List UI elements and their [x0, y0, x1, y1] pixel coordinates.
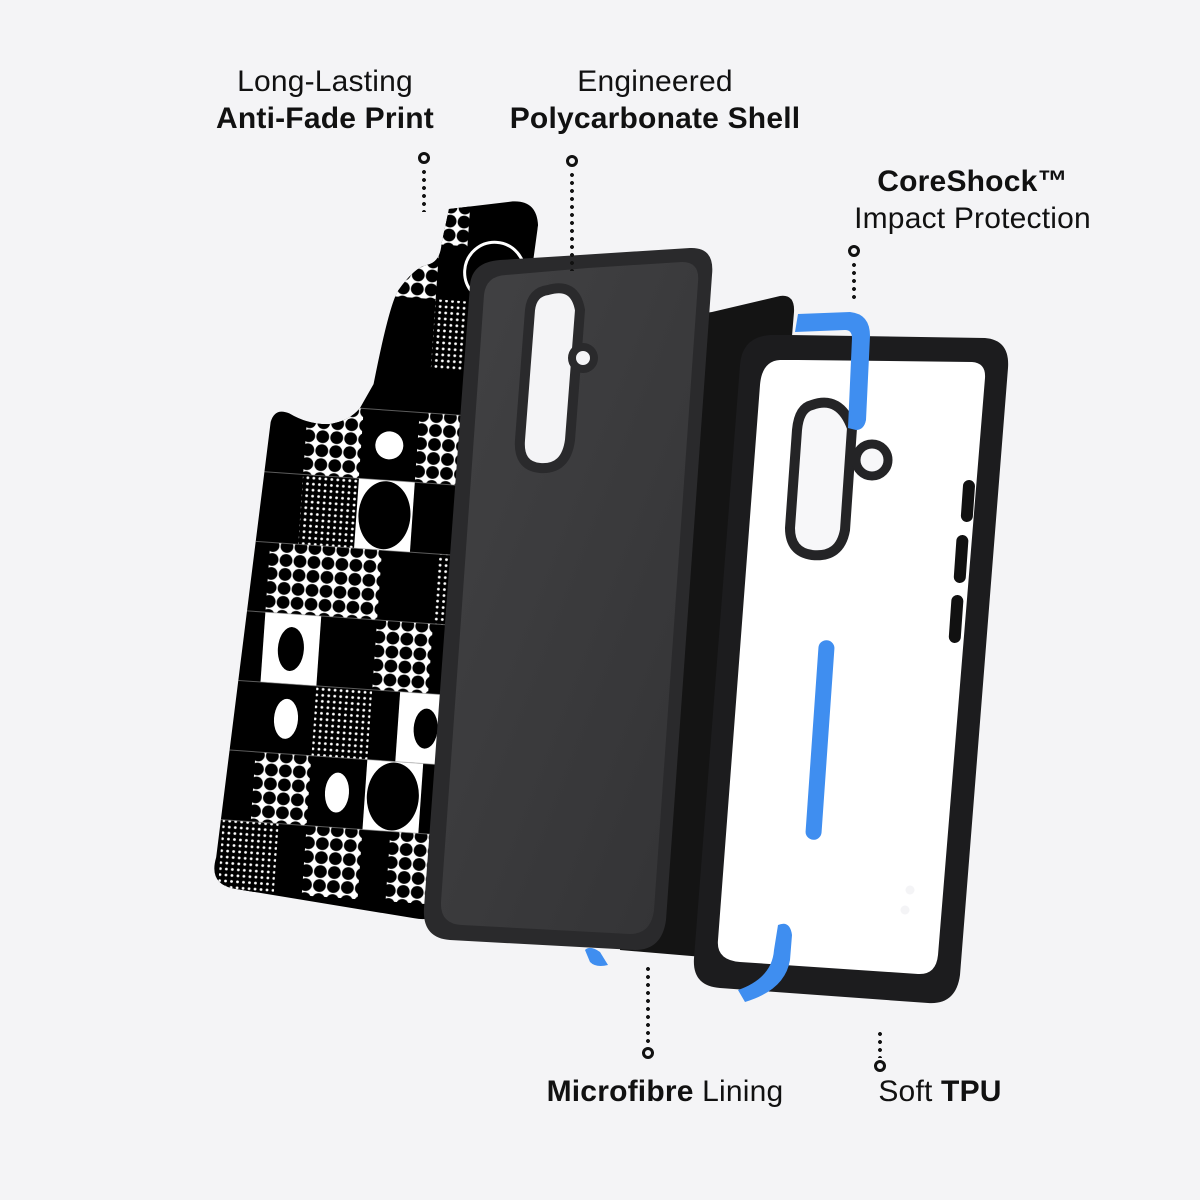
leader-dotted-line — [422, 168, 426, 212]
leader-shell — [566, 155, 578, 271]
leader-ring-icon — [642, 1047, 654, 1059]
leader-microfibre — [642, 965, 654, 1061]
leader-dotted-line — [852, 261, 856, 301]
callout-anti-fade-print: Long-Lasting Anti-Fade Print — [180, 64, 470, 137]
polycarbonate-shell — [423, 247, 713, 966]
callout-shell-line1: Engineered — [577, 65, 733, 98]
callout-shell-line2: Polycarbonate Shell — [509, 101, 801, 135]
leader-tpu — [874, 1030, 886, 1072]
leader-coreshock — [848, 245, 860, 301]
leader-ring-icon — [566, 155, 578, 167]
leader-dotted-line — [570, 171, 574, 271]
coreshock-inserts — [738, 312, 870, 1002]
callout-coreshock-line2: Impact Protection — [854, 201, 1091, 235]
callout-soft-tpu: Soft TPU — [860, 1074, 1020, 1111]
callout-microfibre-bold: Microfibre — [546, 1075, 694, 1108]
leader-anti-fade — [418, 152, 430, 212]
leader-ring-icon — [418, 152, 430, 164]
callout-tpu-bold: TPU — [941, 1075, 1002, 1108]
callout-tpu-light: Soft — [878, 1075, 942, 1108]
leader-dotted-line — [646, 965, 650, 1045]
callout-coreshock: CoreShock™ Impact Protection — [820, 164, 1125, 237]
tpu-bumper-frame — [693, 335, 1009, 1004]
leader-dotted-line — [878, 1030, 882, 1058]
callout-coreshock-line1: CoreShock™ — [877, 165, 1068, 198]
callout-anti-fade-line2: Anti-Fade Print — [216, 101, 434, 135]
callout-microfibre-light: Lining — [693, 1075, 784, 1108]
callout-polycarbonate-shell: Engineered Polycarbonate Shell — [480, 64, 830, 137]
leader-ring-icon — [848, 245, 860, 257]
leader-ring-icon — [874, 1060, 886, 1072]
callout-microfibre-lining: Microfibre Lining — [520, 1074, 810, 1111]
callout-anti-fade-line1: Long-Lasting — [237, 65, 413, 98]
